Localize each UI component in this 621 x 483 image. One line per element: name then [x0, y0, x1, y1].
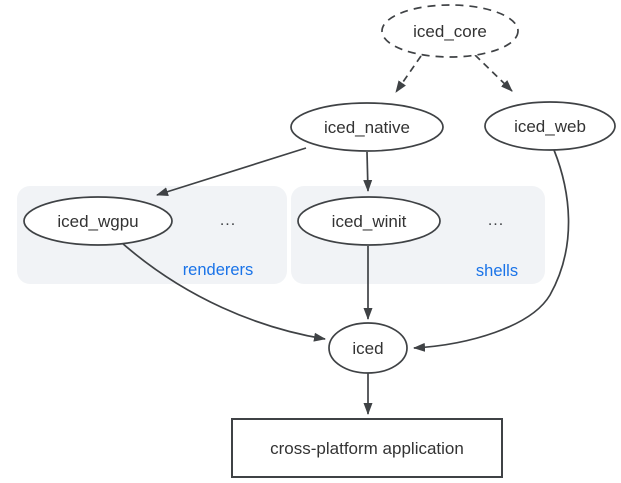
node-iced-winit-label: iced_winit	[332, 212, 407, 231]
node-iced-core-label: iced_core	[413, 22, 487, 41]
edge-core-to-web	[474, 54, 513, 92]
node-iced: iced	[328, 322, 408, 374]
node-iced-web: iced_web	[484, 101, 616, 151]
node-iced-winit-shape	[297, 196, 441, 246]
edge-core-to-native	[395, 55, 422, 93]
node-iced-web-shape	[484, 101, 616, 151]
node-iced-core: iced_core	[381, 4, 519, 58]
edge-wgpu-to-iced	[121, 242, 326, 342]
node-iced-native: iced_native	[290, 102, 444, 152]
node-iced-winit: iced_winit	[297, 196, 441, 246]
node-iced-native-shape	[290, 102, 444, 152]
node-cross-platform-application: cross-platform application	[231, 418, 503, 478]
cluster-shells-label: shells	[476, 262, 518, 280]
cluster-renderers-label: renderers	[183, 261, 254, 279]
node-iced-wgpu: iced_wgpu	[23, 196, 173, 246]
node-iced-label: iced	[352, 339, 383, 358]
node-iced-wgpu-shape	[23, 196, 173, 246]
node-iced-shape	[328, 322, 408, 374]
edge-native-to-winit	[363, 151, 373, 192]
edge-native-to-wgpu	[156, 147, 307, 196]
node-iced-wgpu-label: iced_wgpu	[57, 212, 138, 231]
node-iced-web-label: iced_web	[514, 117, 586, 136]
node-cross-platform-application-label: cross-platform application	[270, 439, 464, 458]
cluster-renderers-ellipsis: ...	[220, 212, 236, 229]
edge-web-to-iced	[413, 149, 570, 352]
node-cross-platform-application-shape	[231, 418, 503, 478]
node-iced-native-label: iced_native	[324, 118, 410, 137]
node-iced-core-shape	[381, 4, 519, 58]
cluster-shells-ellipsis: ...	[488, 212, 504, 229]
